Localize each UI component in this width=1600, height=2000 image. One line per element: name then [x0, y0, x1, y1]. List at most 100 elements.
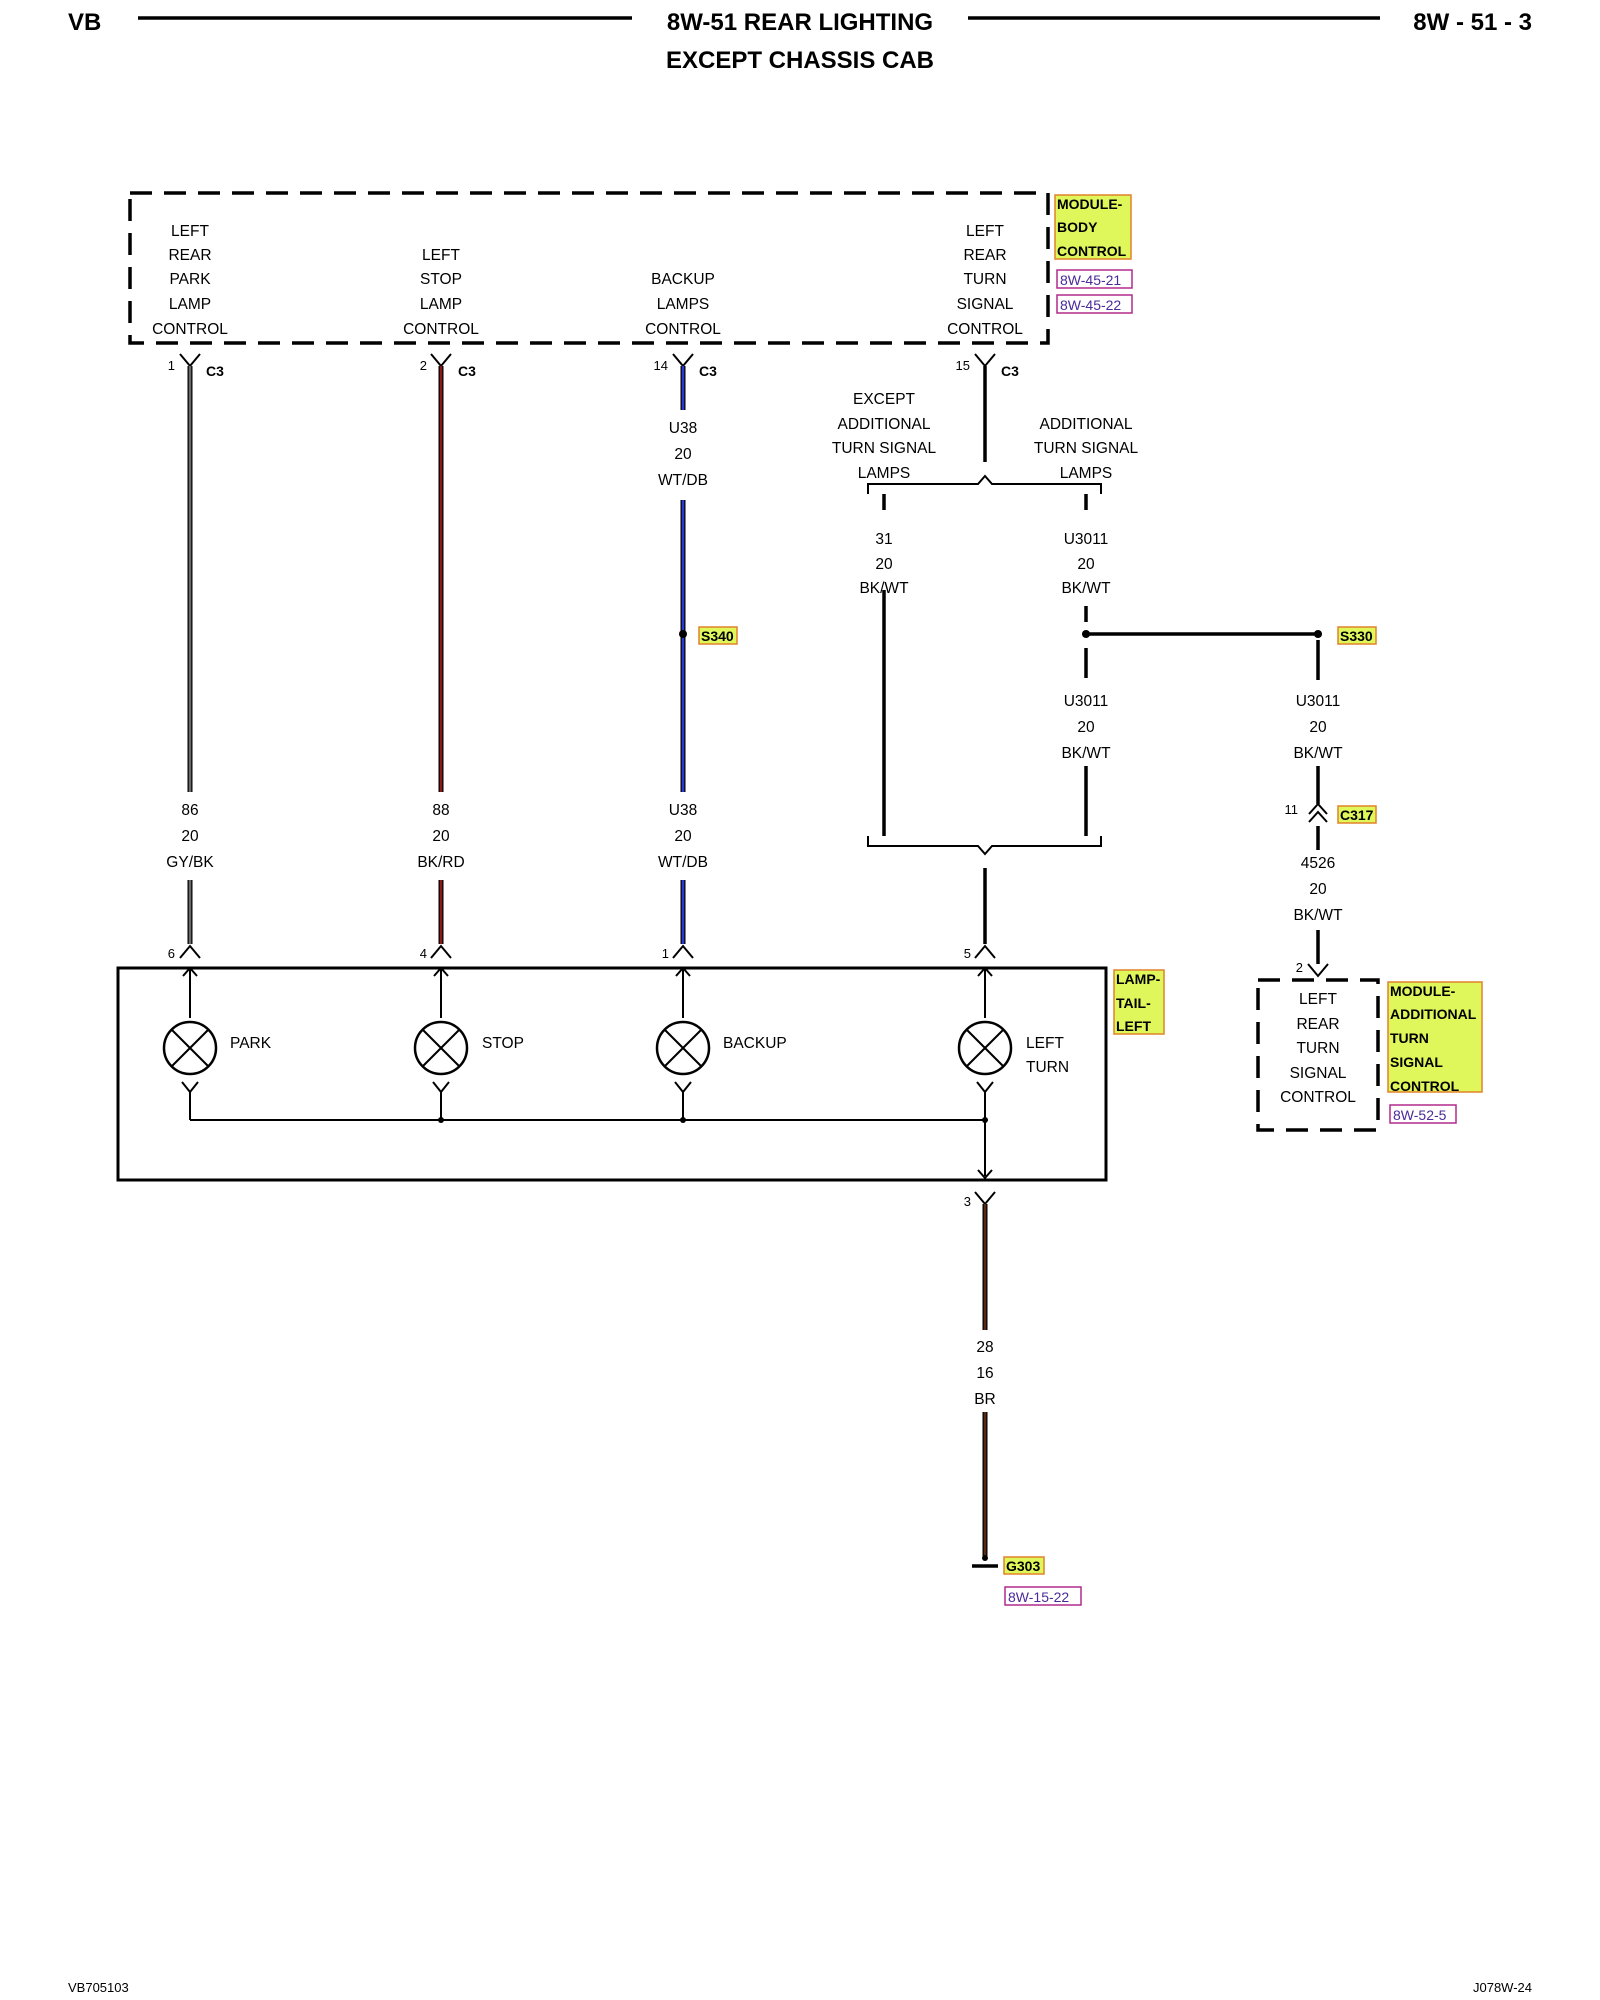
- circuit-text: BR: [974, 1391, 996, 1408]
- bulb-fork: [674, 1081, 692, 1094]
- circuit-label-turn-additional-lower: U3011 20 BK/WT: [1061, 693, 1111, 762]
- tail-lamp-pins: 6 4 1 5: [168, 944, 996, 961]
- bcm-pin-number: 1: [168, 358, 175, 373]
- c317-tag-highlight: [1337, 805, 1377, 824]
- circuit-text: 28: [976, 1339, 993, 1356]
- lamp-pin-number: 1: [662, 946, 669, 961]
- option-text: EXCEPT: [853, 391, 916, 408]
- circuit-text: 20: [432, 828, 450, 845]
- circuit-text: U3011: [1064, 693, 1109, 710]
- bcm-ref-link[interactable]: 8W-45-22: [1060, 297, 1121, 313]
- lamp-pin-number: 4: [420, 946, 427, 961]
- bcm-output-label: CONTROL: [403, 321, 479, 338]
- bulb-label: LEFT: [1026, 1035, 1064, 1052]
- circuit-label-park-lower: 86 20 GY/BK: [166, 802, 214, 871]
- bcm-output-label: PARK: [169, 271, 211, 288]
- bcm-connector-label: C3: [699, 363, 717, 379]
- circuit-text: BK/WT: [1293, 745, 1343, 762]
- bcm-output-label: CONTROL: [152, 321, 228, 338]
- c317-label: C317: [1340, 807, 1374, 823]
- pin-chevron: [672, 944, 694, 959]
- turn-module-tag-line: CONTROL: [1390, 1078, 1460, 1094]
- circuit-text: 86: [181, 802, 198, 819]
- bulb-arrow: [675, 966, 691, 977]
- option-text: LAMPS: [1060, 465, 1113, 482]
- pin-chevron: [974, 944, 996, 959]
- bcm-ref-link[interactable]: 8W-45-21: [1060, 272, 1121, 288]
- header-subtitle: EXCEPT CHASSIS CAB: [666, 47, 934, 74]
- ref-border: [1056, 269, 1133, 289]
- circuit-text: WT/DB: [658, 472, 708, 489]
- ground-ref-link[interactable]: 8W-15-22: [1008, 1589, 1069, 1605]
- bulb-arrow: [433, 966, 449, 977]
- bcm-component-tag: MODULE- BODY CONTROL: [1054, 194, 1132, 260]
- lamp-pin-number: 5: [964, 946, 971, 961]
- pin-fork: [672, 353, 694, 368]
- option-text: TURN SIGNAL: [832, 440, 937, 457]
- bulb-label: TURN: [1026, 1059, 1069, 1076]
- bcm-pin-number: 15: [956, 358, 970, 373]
- ref-border: [1389, 1104, 1457, 1124]
- lamp-pin-number: 3: [964, 1194, 971, 1209]
- circuit-text: 20: [1077, 556, 1095, 573]
- circuit-text: 20: [674, 446, 692, 463]
- bulb-fork: [432, 1081, 450, 1094]
- lamp-pin-number: 6: [168, 946, 175, 961]
- circuit-label-backup-upper: U38 20 WT/DB: [658, 420, 708, 489]
- circuit-label-stop-lower: 88 20 BK/RD: [417, 802, 464, 871]
- connector-chevron: [1308, 810, 1328, 823]
- bulb-label: BACKUP: [723, 1035, 787, 1052]
- connector-chevron: [1308, 802, 1328, 815]
- bulb-left-turn: LEFT TURN: [957, 966, 1069, 1094]
- bcm-output-label: BACKUP: [651, 271, 715, 288]
- bus-arrow: [977, 1169, 993, 1180]
- header-page-number: 8W - 51 - 3: [1413, 9, 1532, 36]
- bcm-output-stop: LEFT STOP LAMP CONTROL: [403, 247, 479, 338]
- c317-pin-number: 11: [1285, 802, 1299, 817]
- bcm-reference-8w-45-21[interactable]: 8W-45-21: [1056, 269, 1133, 289]
- bcm-tag-highlight: [1054, 194, 1132, 260]
- circuit-text: 88: [432, 802, 449, 819]
- circuit-text: WT/DB: [658, 854, 708, 871]
- turn-module-function: REAR: [1296, 1016, 1339, 1033]
- ground-g303: G303: [972, 1555, 1045, 1575]
- turn-module-tag-highlight: [1387, 981, 1483, 1093]
- bus-junction: [438, 1117, 444, 1123]
- turn-module-ref-link[interactable]: 8W-52-5: [1393, 1107, 1447, 1123]
- footer-right: J078W-24: [1473, 1980, 1532, 1995]
- splice-dot: [679, 630, 687, 638]
- lamp-tag-line: TAIL-: [1116, 995, 1151, 1011]
- turn-module-tag-line: TURN: [1390, 1030, 1429, 1046]
- lamp-ground-bus: [190, 1092, 993, 1180]
- splice-tag-highlight: [698, 626, 738, 645]
- bulb-cross: [171, 1029, 209, 1067]
- option-text: ADDITIONAL: [1039, 416, 1132, 433]
- circuit-text: 20: [1309, 719, 1327, 736]
- bcm-output-park: LEFT REAR PARK LAMP CONTROL: [152, 223, 228, 338]
- circuit-text: BK/WT: [1293, 907, 1343, 924]
- option-bracket-upper: [867, 474, 1102, 494]
- splice-label: S330: [1340, 628, 1373, 644]
- splice-dot: [1314, 630, 1322, 638]
- bcm-connector-pins: 1 2 14 15 C3 C3 C3 C3: [168, 353, 1019, 379]
- bcm-output-label: LEFT: [966, 223, 1004, 240]
- pin-chevron: [430, 944, 452, 959]
- bcm-output-label: SIGNAL: [957, 296, 1014, 313]
- circuit-text: 4526: [1301, 855, 1335, 872]
- bcm-output-label: CONTROL: [645, 321, 721, 338]
- bcm-reference-8w-45-22[interactable]: 8W-45-22: [1056, 294, 1133, 314]
- turn-module: 2 LEFT REAR TURN SIGNAL CONTROL: [1256, 960, 1380, 1132]
- turn-module-reference[interactable]: 8W-52-5: [1389, 1104, 1457, 1124]
- circuit-text: BK/WT: [1061, 745, 1111, 762]
- lamp-tag-line: LAMP-: [1116, 971, 1161, 987]
- circuit-text: BK/WT: [1061, 580, 1111, 597]
- ground-reference[interactable]: 8W-15-22: [1004, 1586, 1082, 1606]
- bcm-tag-line: BODY: [1057, 219, 1098, 235]
- bcm-output-label: LAMPS: [657, 296, 710, 313]
- connector-c317: 11 C317: [1285, 802, 1377, 824]
- circuit-text: U38: [669, 420, 697, 437]
- lamp-tag-highlight: [1113, 969, 1165, 1035]
- turn-module-component-tag: MODULE- ADDITIONAL TURN SIGNAL CONTROL: [1387, 981, 1483, 1094]
- option-bracket-lower: [867, 836, 1102, 856]
- splice-label: S340: [701, 628, 734, 644]
